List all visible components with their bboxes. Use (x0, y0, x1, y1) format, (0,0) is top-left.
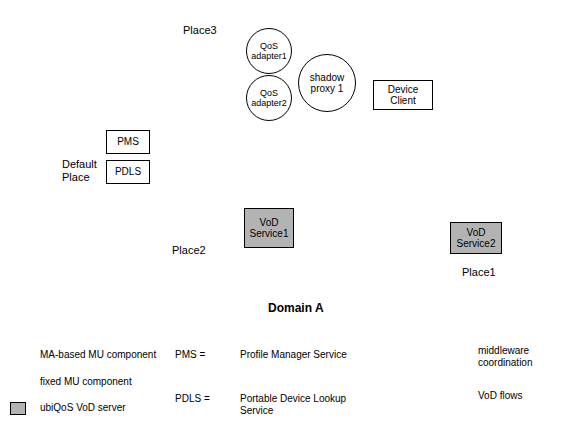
host-icon (86, 191, 98, 202)
place-ellipse: Default Place PMS PDLS (52, 118, 164, 210)
legend-label: fixed MU component (40, 376, 170, 388)
client-box: Device Client (373, 80, 433, 110)
node-label: PDLS (115, 166, 141, 178)
coordination-arrow (128, 18, 327, 130)
node-label: QoS adapter2 (250, 88, 288, 109)
node-label: Place1 (462, 266, 512, 279)
legend-label: middleware coordination (478, 345, 558, 368)
service-box: PDLS (106, 160, 150, 184)
text-anchor: Place3 (183, 24, 233, 37)
place-ellipse: Place2 VoD Service1 (145, 203, 297, 267)
coordination-arrow (353, 94, 373, 95)
ellipse-outline (98, 70, 568, 332)
host-icon (415, 237, 427, 248)
node-label: shadow proxy 1 (302, 72, 352, 95)
node-label: VoD Service2 (453, 227, 499, 250)
legend-label: ubiQoS VoD server (40, 402, 170, 414)
text-anchor: VoD flows (478, 390, 558, 402)
node-label: Default Place (62, 158, 104, 183)
coordination-arrow (150, 112, 327, 172)
vod-flow (2, 231, 244, 234)
node-label: VoD Service1 (247, 217, 291, 240)
text-anchor: middleware coordination (478, 345, 558, 368)
text-anchor: Place2 (172, 244, 222, 257)
text-anchor: Default Place (62, 158, 104, 183)
vod-server-box: VoD Service2 (450, 222, 502, 254)
service-box: PMS (106, 130, 150, 154)
node-label: Place3 (183, 24, 233, 37)
domain-ellipse: Domain A Place2 VoD Service1Place1 VoD Serv… (98, 70, 568, 332)
vod-flow (238, 51, 250, 208)
legend-swatch (10, 402, 26, 415)
legend-label: VoD flows (478, 390, 558, 402)
pda-device (385, 4, 431, 80)
node-label: QoS adapter1 (250, 41, 288, 62)
text-anchor: MA-based MU component (40, 349, 170, 361)
agent-circle: shadow proxy 1 (298, 54, 356, 112)
place-ellipse: Place1 VoD Service2 (400, 218, 536, 286)
text-anchor: ubiQoS VoD server (40, 402, 170, 414)
legend-arrow-sample (420, 350, 466, 351)
text-anchor: fixed MU component (40, 376, 170, 388)
vod-server-box: VoD Service1 (244, 208, 294, 248)
node-label: Device Client (376, 84, 430, 107)
agent-circle: QoS adapter2 (246, 75, 292, 121)
legend-note: Portable Device Lookup Service (240, 393, 370, 416)
host-icon (163, 217, 175, 228)
text-anchor: PMS = (175, 349, 205, 361)
legend-box-sample (10, 375, 26, 388)
text-anchor: Domain A (268, 302, 348, 316)
node-label: PMS (117, 136, 139, 148)
legend-note: PMS = (175, 349, 205, 361)
node-label: Place2 (172, 244, 222, 257)
legend-circle-sample (9, 346, 27, 364)
vod-flow (286, 112, 289, 208)
agent-circle: QoS adapter1 (246, 28, 292, 74)
legend-line-sample (420, 395, 466, 398)
text-anchor: Portable Device Lookup Service (240, 393, 370, 416)
legend-note: PDLS = (175, 393, 210, 405)
satellite-dish (40, 77, 77, 124)
text-anchor: PDLS = (175, 393, 210, 405)
host-icon (164, 57, 176, 68)
text-anchor: Place1 (462, 266, 512, 279)
node-label: Domain A (268, 302, 348, 316)
text-anchor: Profile Manager Service (240, 349, 400, 361)
legend-note: Profile Manager Service (240, 349, 400, 361)
frame (1, 1, 570, 338)
legend-label: MA-based MU component (40, 349, 170, 361)
wireless-link (2, 205, 60, 216)
place-ellipse: Place3QoS adapter1QoS adapter2shadow pro… (150, 5, 410, 105)
